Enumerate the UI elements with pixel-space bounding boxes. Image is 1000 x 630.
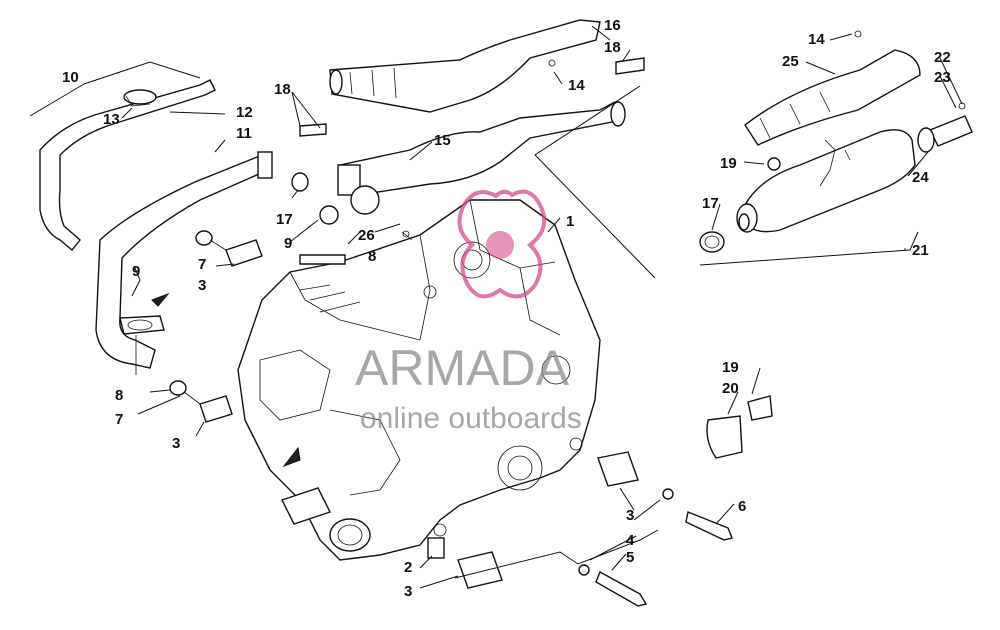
center-exhaust-pipes <box>299 19 656 279</box>
label-23: 23 <box>934 69 951 86</box>
label-7-upper: 7 <box>198 256 206 273</box>
label-2: 2 <box>404 559 412 576</box>
watermark: ARMADA online outboards <box>355 189 582 435</box>
label-24: 24 <box>912 169 929 186</box>
watermark-brand: ARMADA <box>355 340 570 396</box>
label-8-left: 8 <box>115 387 123 404</box>
label-10: 10 <box>62 69 79 86</box>
label-1: 1 <box>566 213 574 230</box>
label-3-right: 3 <box>626 507 634 524</box>
label-9-center: 9 <box>284 235 292 252</box>
label-6: 6 <box>738 498 746 515</box>
header-pipe-assembly <box>39 79 309 375</box>
label-15: 15 <box>434 132 451 149</box>
muffler-assembly <box>699 30 973 266</box>
label-22: 22 <box>934 49 951 66</box>
engine-block <box>237 199 601 561</box>
label-25: 25 <box>782 53 799 70</box>
label-21: 21 <box>912 242 929 259</box>
label-19-lower: 19 <box>722 359 739 376</box>
label-12: 12 <box>236 104 253 121</box>
label-14-right: 14 <box>808 31 825 48</box>
mounting-hardware <box>169 230 773 607</box>
watermark-logo <box>457 189 547 299</box>
label-26: 26 <box>358 227 375 244</box>
watermark-tagline: online outboards <box>360 402 582 435</box>
label-3-upper: 3 <box>198 277 206 294</box>
label-18-left: 18 <box>274 81 291 98</box>
label-11: 11 <box>236 125 252 142</box>
label-3-left: 3 <box>172 435 180 452</box>
label-9-left: 9 <box>132 263 140 280</box>
label-19-upper: 19 <box>720 155 737 172</box>
label-7-lower: 7 <box>115 411 123 428</box>
leader-lines <box>29 25 963 589</box>
label-20: 20 <box>722 380 739 397</box>
label-5: 5 <box>626 549 634 566</box>
label-17-center: 17 <box>276 211 293 228</box>
label-18-right: 18 <box>604 39 621 56</box>
label-14-center: 14 <box>568 77 585 94</box>
label-3-lower: 3 <box>404 583 412 600</box>
label-4: 4 <box>626 532 635 549</box>
label-16: 16 <box>604 17 621 34</box>
part-labels: 1 2 3 3 3 3 4 5 6 7 7 8 8 9 9 10 11 12 1… <box>62 17 951 600</box>
label-8-center: 8 <box>368 248 376 265</box>
label-17-right: 17 <box>702 195 719 212</box>
label-13: 13 <box>103 111 120 128</box>
